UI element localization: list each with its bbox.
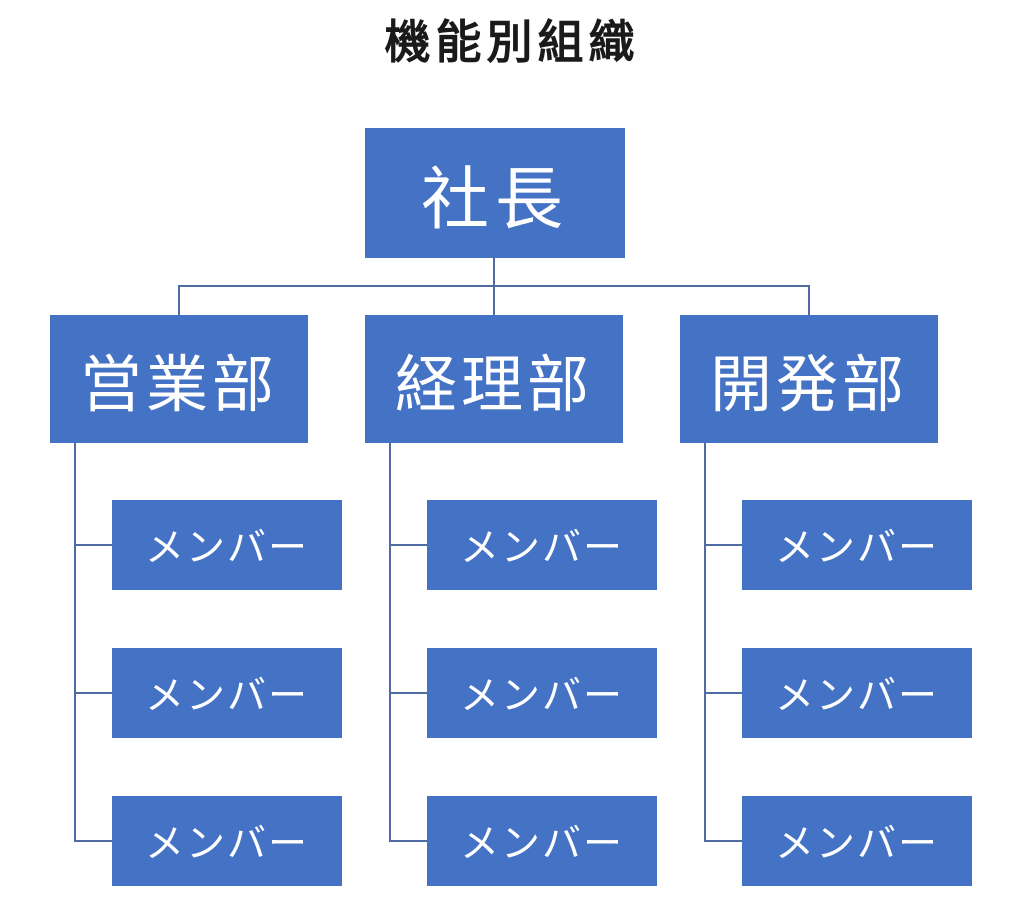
- connector-development-vline: [704, 443, 706, 842]
- connector-top-horizontal: [178, 285, 810, 287]
- node-dept-sales: 営業部: [50, 315, 308, 443]
- connector-sales-vline: [74, 443, 76, 842]
- node-dept-accounting: 経理部: [365, 315, 623, 443]
- node-member-sales-3: メンバー: [112, 796, 342, 886]
- connector-development-stub-2: [704, 692, 742, 694]
- node-dept-development: 開発部: [680, 315, 938, 443]
- node-member-accounting-1: メンバー: [427, 500, 657, 590]
- node-member-accounting-3: メンバー: [427, 796, 657, 886]
- node-member-accounting-2: メンバー: [427, 648, 657, 738]
- connector-president-trunk: [493, 258, 495, 316]
- connector-drop-sales: [178, 285, 180, 315]
- connector-sales-stub-1: [74, 544, 112, 546]
- connector-drop-development: [808, 285, 810, 315]
- chart-title: 機能別組織: [384, 16, 640, 68]
- connector-development-stub-1: [704, 544, 742, 546]
- connector-accounting-stub-1: [389, 544, 427, 546]
- node-member-sales-1: メンバー: [112, 500, 342, 590]
- connector-accounting-stub-2: [389, 692, 427, 694]
- node-member-development-3: メンバー: [742, 796, 972, 886]
- node-president: 社長: [365, 128, 625, 258]
- connector-accounting-stub-3: [389, 840, 427, 842]
- connector-sales-stub-3: [74, 840, 112, 842]
- node-member-development-1: メンバー: [742, 500, 972, 590]
- connector-sales-stub-2: [74, 692, 112, 694]
- node-member-development-2: メンバー: [742, 648, 972, 738]
- node-member-sales-2: メンバー: [112, 648, 342, 738]
- connector-development-stub-3: [704, 840, 742, 842]
- connector-accounting-vline: [389, 443, 391, 842]
